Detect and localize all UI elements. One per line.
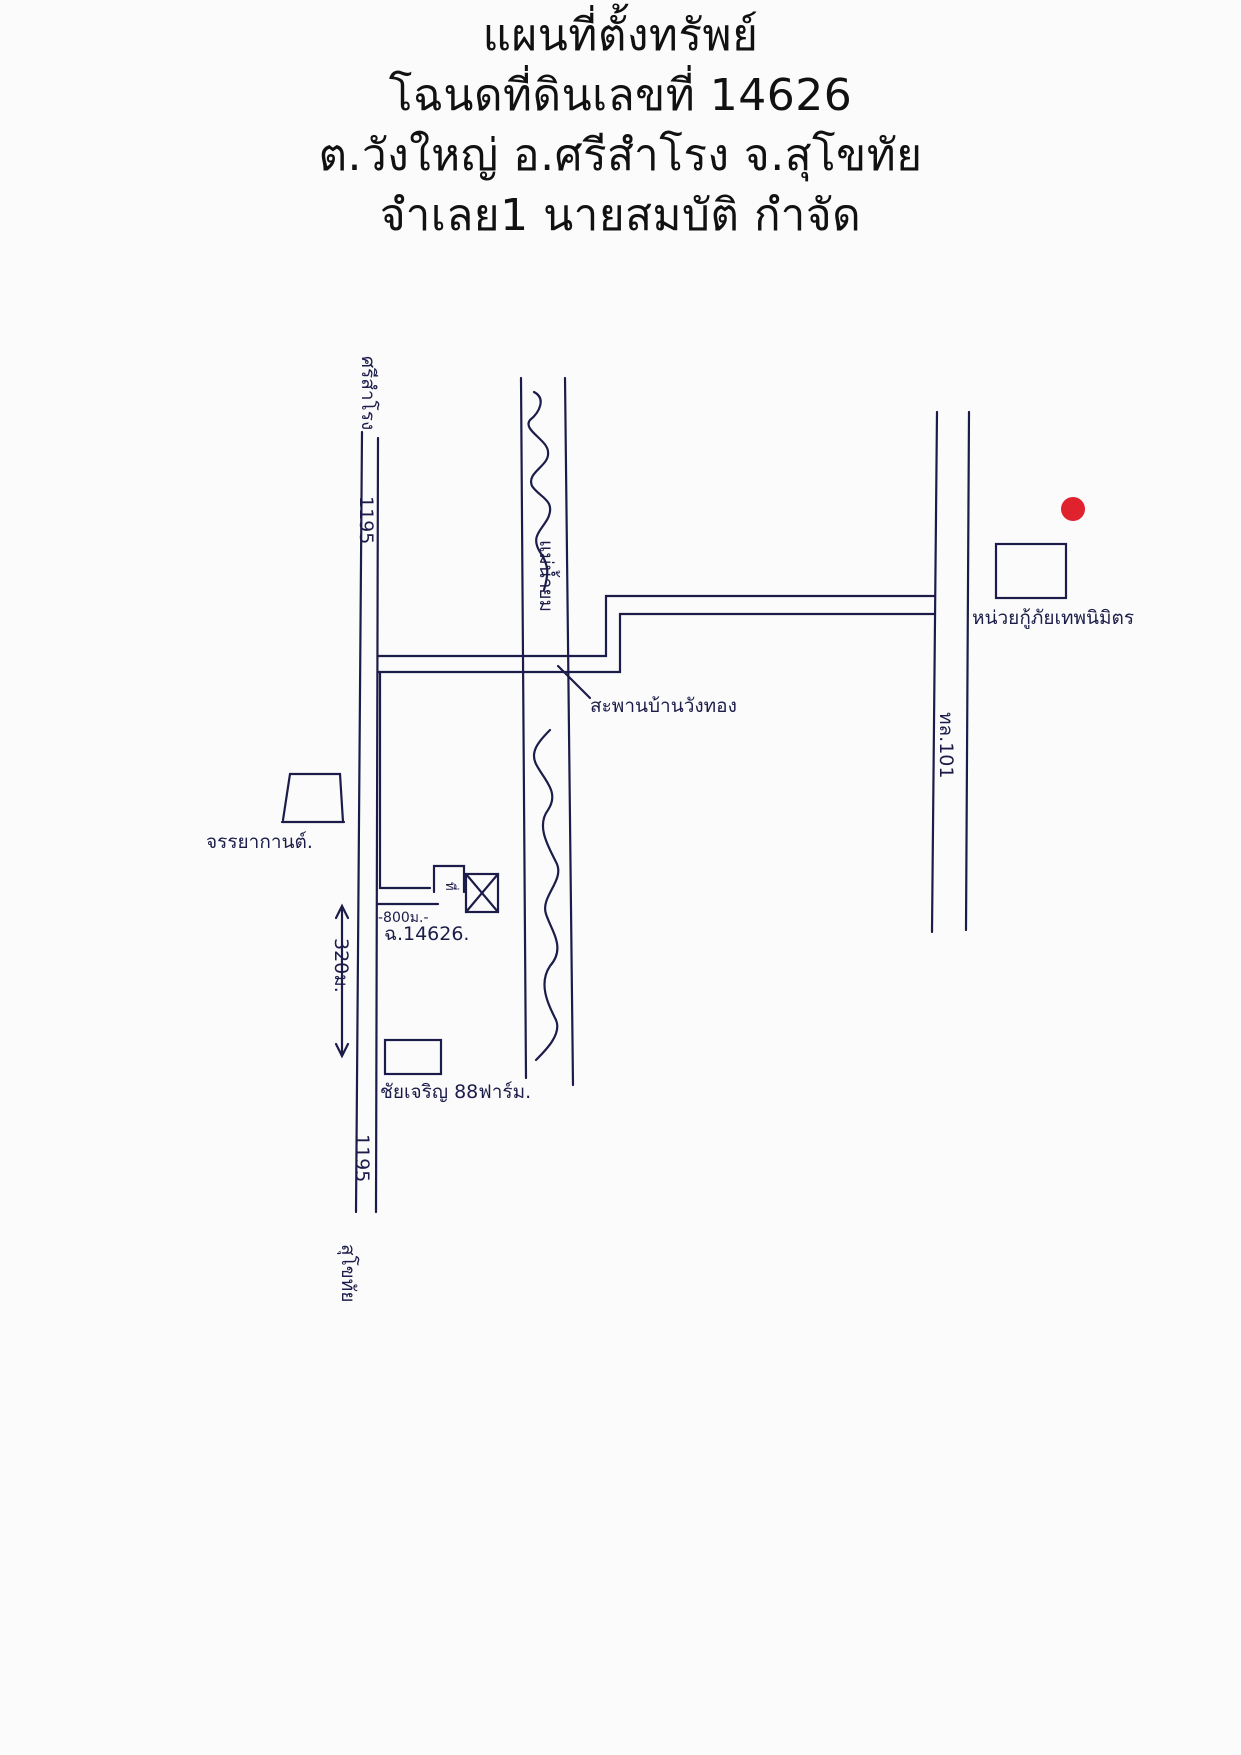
rescue-unit-building	[994, 542, 1068, 600]
river-bank-left	[519, 376, 528, 1080]
river-wave-lower	[532, 728, 560, 1062]
parcel-cross-b	[464, 872, 500, 914]
title-line-4: จำเลย1 นายสมบัติ กำจัด	[379, 190, 862, 241]
bridge-pointer	[556, 664, 592, 700]
parcel-marker-frame	[432, 864, 466, 894]
title-line-1: แผนที่ตั้งทรัพย์	[482, 10, 759, 61]
river-bank-right	[563, 376, 575, 1087]
title-line-2: โฉนดที่ดินเลขที่ 14626	[388, 70, 853, 121]
label-bridge: สะพานบ้านวังทอง	[590, 695, 737, 717]
label-north-end: ศรีสำโรง	[357, 356, 380, 430]
label-rescue-unit: หน่วยกู้ภัยเทพนิมิตร	[972, 607, 1134, 629]
highway-101-left	[930, 410, 939, 934]
parcel-box	[464, 872, 500, 914]
police-building	[281, 772, 345, 824]
label-distance-small: -800ม.-	[378, 910, 429, 926]
location-marker	[1061, 497, 1085, 521]
map-title: แผนที่ตั้งทรัพย์ โฉนดที่ดินเลขที่ 14626 …	[0, 6, 1241, 246]
shop-building	[383, 1038, 443, 1076]
label-road-number-top: 1195	[355, 496, 377, 544]
label-highway-101: ทล.101	[935, 712, 957, 778]
label-river: แม่น้ำยม	[535, 540, 560, 612]
label-parcel: ฉ.14626.	[384, 923, 469, 945]
distance-arrow-head-down	[334, 1042, 350, 1059]
road-crossing-upper	[376, 594, 937, 658]
label-road-number-bottom: 1195	[351, 1134, 373, 1182]
river-wave-upper	[527, 390, 552, 592]
label-police-station: จรรยากานต์.	[206, 831, 313, 853]
side-road	[378, 670, 432, 890]
road-crossing-lower	[376, 612, 937, 674]
label-distance-main: 320ม.	[330, 938, 352, 993]
label-shop: ชัยเจริญ 88ฟาร์ม.	[380, 1081, 531, 1103]
title-line-3: ต.วังใหญ่ อ.ศรีสำโรง จ.สุโขทัย	[318, 130, 923, 181]
highway-101-right	[964, 410, 971, 932]
main-road-line-right	[374, 436, 380, 1214]
main-road-line-left	[354, 430, 364, 1214]
distance-arrow-head-up	[334, 903, 350, 920]
label-south-end: สุโขทัย	[336, 1244, 360, 1302]
label-parcel-small: ที่	[442, 882, 459, 891]
